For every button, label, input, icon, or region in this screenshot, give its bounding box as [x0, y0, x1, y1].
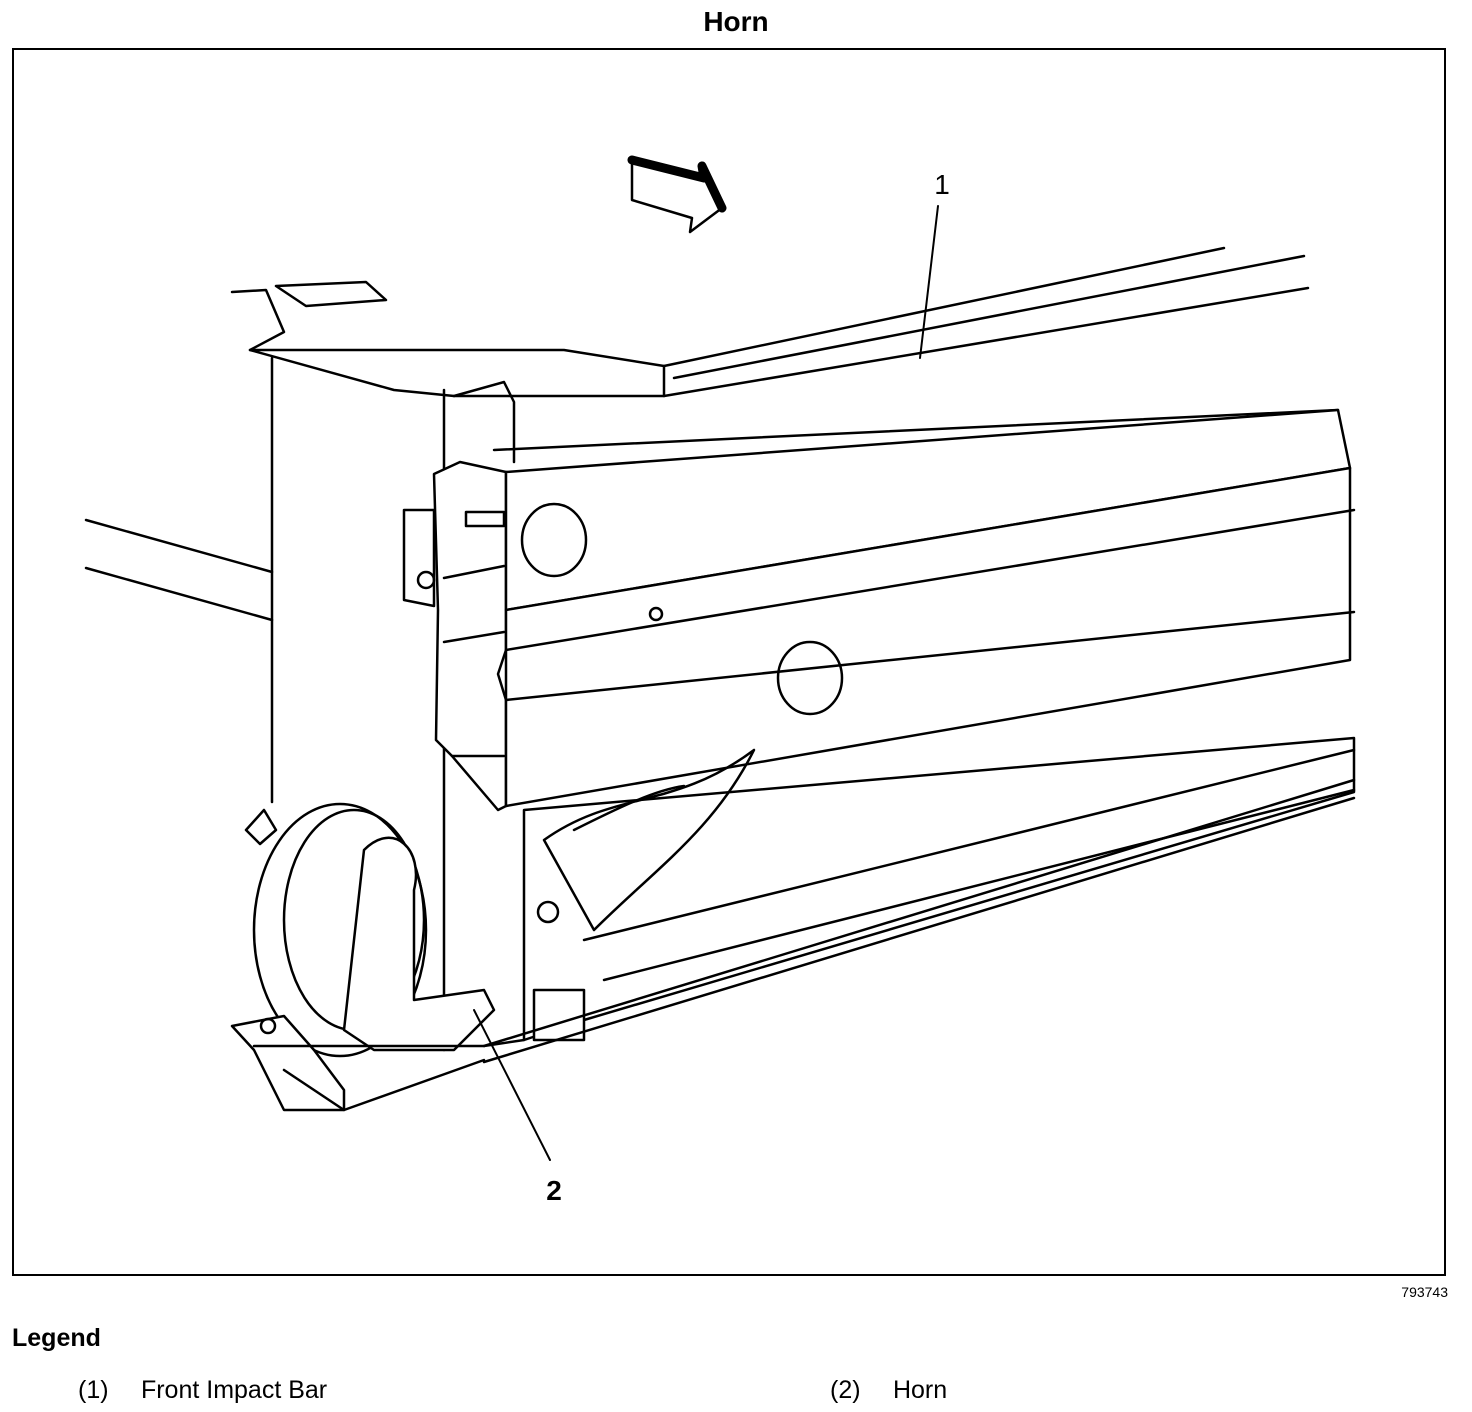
front-impact-bar: [504, 408, 1356, 808]
callout-2: 2: [473, 1009, 562, 1206]
impact-bar-top: [492, 246, 1340, 452]
legend-item: (2) Horn: [830, 1376, 947, 1405]
legend-item: (1) Front Impact Bar: [78, 1376, 327, 1405]
horn-icon: [230, 802, 526, 1112]
figure-number: 793743: [1401, 1284, 1448, 1300]
impact-bar-end-cap: [402, 460, 508, 812]
forward-direction-arrow-icon: [627, 155, 727, 234]
impact-bar-illustration: 1 2: [84, 155, 1356, 1206]
legend-item-label: Front Impact Bar: [140, 1376, 328, 1404]
illustration-frame: 1 2: [12, 48, 1446, 1276]
callout-1-label: 1: [934, 169, 950, 200]
frame-rail-left: [84, 518, 274, 622]
callout-1: 1: [919, 169, 950, 359]
legend-heading: Legend: [12, 1324, 101, 1352]
diagram-title: Horn: [703, 6, 769, 37]
radiator-support: [230, 280, 666, 1052]
callout-2-label: 2: [546, 1175, 562, 1206]
legend-item-label: Horn: [892, 1376, 948, 1404]
lower-cross-member: [522, 736, 1356, 1042]
impact-bar-bottom-edge: [482, 778, 1356, 1064]
legend-item-number: (2): [830, 1376, 861, 1404]
legend-item-number: (1): [78, 1376, 109, 1404]
